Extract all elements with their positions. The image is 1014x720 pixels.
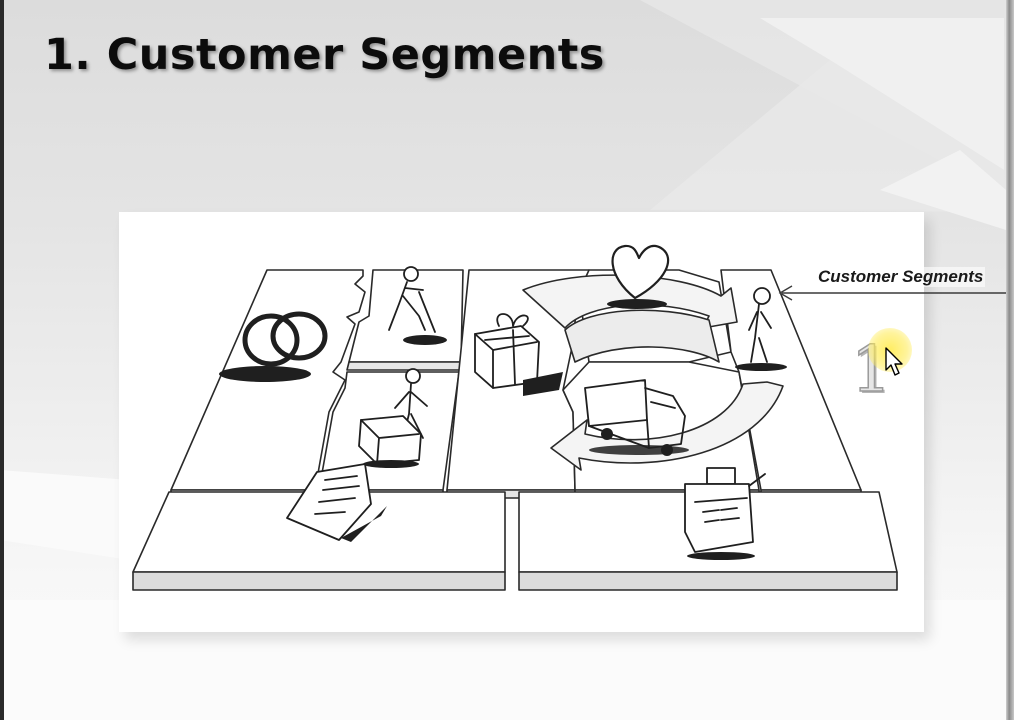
contract-document-icon <box>286 463 387 542</box>
business-model-canvas-illustration <box>132 244 898 591</box>
worker-digging-icon <box>388 266 447 345</box>
customer-segments-callout-label: Customer Segments <box>816 267 986 287</box>
callout-arrow <box>778 285 1006 301</box>
mouse-cursor-icon <box>885 347 903 376</box>
cash-register-icon <box>684 467 766 560</box>
customer-person-icon <box>735 287 787 371</box>
heart-icon <box>607 244 670 309</box>
left-window-edge <box>0 0 4 720</box>
slide-title: 1. Customer Segments <box>44 30 605 80</box>
gift-icon <box>474 313 563 396</box>
right-scrollbar-edge[interactable] <box>1006 0 1014 720</box>
rings-icon <box>219 311 328 382</box>
worker-packing-icon <box>358 368 428 468</box>
delivery-truck-icon <box>584 379 689 456</box>
